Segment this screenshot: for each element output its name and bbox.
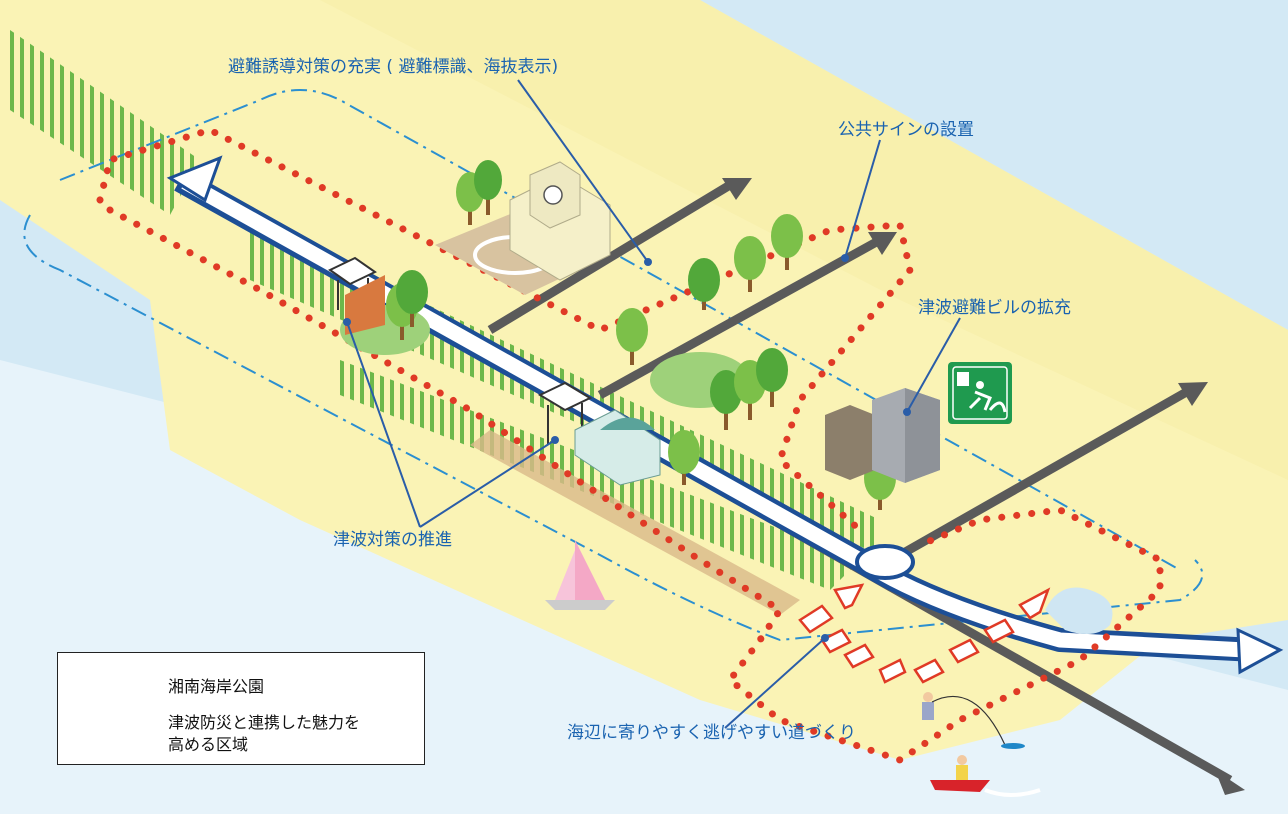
callout-dots <box>343 254 911 642</box>
beach-path <box>470 430 800 615</box>
label-evacuation-guidance: 避難誘導対策の充実 ( 避難標識、海抜表示) <box>228 57 559 77</box>
label-tsunami-building: 津波避難ビルの拡充 <box>918 298 1071 318</box>
sailboat-icon <box>545 540 615 610</box>
legend-park-label: 湘南海岸公園 <box>168 677 265 696</box>
legend-zone-label-line2: 高める区域 <box>168 735 249 754</box>
label-public-sign: 公共サインの設置 <box>838 120 974 140</box>
tree-icon <box>340 160 896 510</box>
park-strip-seaside <box>340 360 860 590</box>
park-strip-left <box>10 30 200 215</box>
legend-zone-label-line1: 津波防災と連携した魅力を <box>168 713 361 732</box>
road-arrowhead-left <box>166 155 223 203</box>
callout-leaders <box>346 79 961 729</box>
roundabout <box>855 544 915 580</box>
road-arrowhead-right <box>1236 627 1284 675</box>
tsunami-evacuation-building-icon <box>825 388 940 483</box>
attractive-zone-outlines <box>96 126 1164 764</box>
tsunami-evacuation-sign-icon <box>948 362 1012 424</box>
lifeguard-tower-icon <box>328 256 661 486</box>
pond <box>1045 587 1113 634</box>
boundary-line <box>23 214 1204 642</box>
label-tsunami-measures: 津波対策の推進 <box>333 530 452 550</box>
seaside-access-arrows <box>798 583 1051 684</box>
land-upper <box>320 0 1288 480</box>
label-seaside-road: 海辺に寄りやすく逃げやすい道づくり <box>567 723 856 743</box>
legend-box: 湘南海岸公園 津波防災と連携した魅力を 高める区域 <box>57 652 425 765</box>
boundary-line-upper <box>59 89 1181 571</box>
fisherman-icon <box>922 692 1025 749</box>
jet-ski-icon <box>930 755 1041 797</box>
street-arrowheads <box>722 178 1245 795</box>
clock-tower-school-icon <box>435 161 611 295</box>
